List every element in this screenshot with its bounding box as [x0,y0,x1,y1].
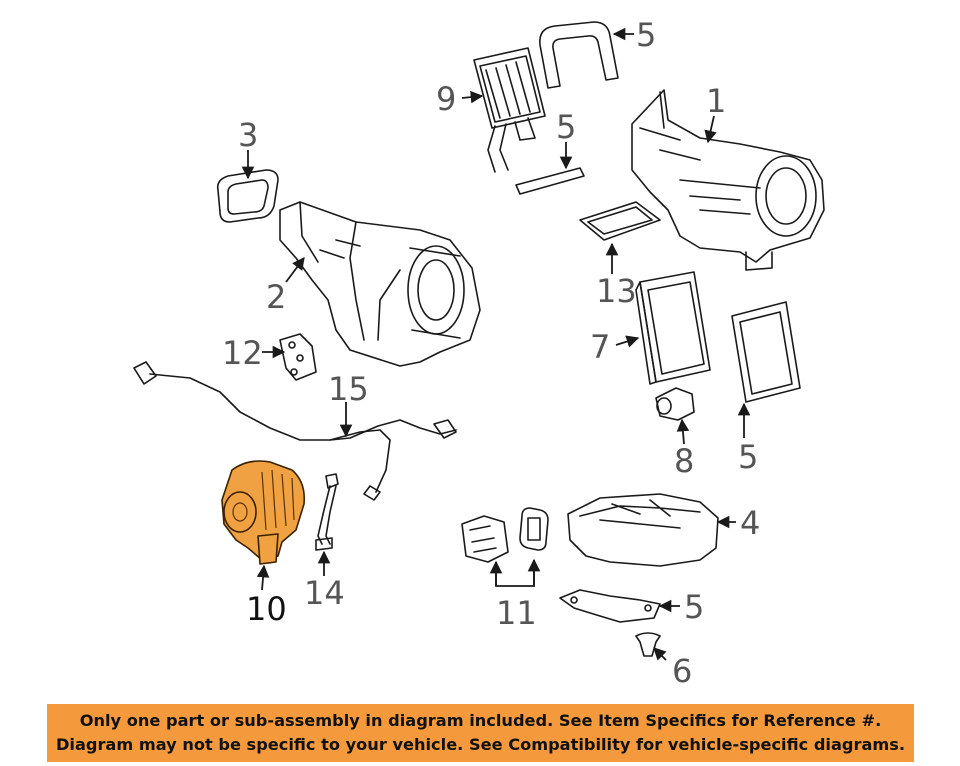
callout-13: 13 [596,272,637,310]
callout-4: 4 [740,504,760,542]
part-9-heater-core [473,47,546,173]
part-15-harness [133,361,457,501]
callout-5: 5 [684,588,704,626]
part-13-filter [579,201,661,241]
part-1-main-housing [631,89,825,271]
disclaimer-line-2: Diagram may not be specific to your vehi… [55,735,906,754]
disclaimer-line-1: Only one part or sub-assembly in diagram… [79,711,882,730]
callout-14: 14 [304,574,345,612]
part-4-lower-case [567,493,719,567]
callout-5: 5 [556,108,576,146]
part-12-resistor [279,333,317,381]
part-5-seal-strip [515,167,585,195]
callout-numbers: 5 9 5 1 3 2 12 13 7 15 8 5 4 10 14 11 5 … [222,16,760,690]
part-3-gasket [216,169,279,223]
callout-6: 6 [672,652,692,690]
callout-1: 1 [706,82,726,120]
part-10-blower-motor [221,460,306,565]
callout-5: 5 [636,16,656,54]
part-6-clip [635,632,661,657]
callout-5: 5 [738,438,758,476]
part-5-right-frame [731,301,801,403]
disclaimer-banner: Only one part or sub-assembly in diagram… [47,704,914,762]
part-11-switch [461,507,549,563]
callout-2: 2 [266,278,286,316]
callout-11: 11 [496,594,537,632]
part-14-hose [315,473,339,551]
callout-15: 15 [328,370,369,408]
part-7-evaporator [635,271,711,385]
part-2-housing [279,201,481,367]
parts-diagram: 5 9 5 1 3 2 12 13 7 15 8 5 4 10 14 11 5 … [133,16,825,690]
callout-10: 10 [246,590,287,628]
leader-lines [241,27,751,661]
part-8-valve [655,387,695,421]
part-5-top-bracket [538,21,619,89]
callout-8: 8 [674,442,694,480]
callout-3: 3 [238,116,258,154]
part-5-lower-bracket [559,589,661,623]
callout-9: 9 [436,80,456,118]
callout-12: 12 [222,334,263,372]
callout-7: 7 [590,328,610,366]
